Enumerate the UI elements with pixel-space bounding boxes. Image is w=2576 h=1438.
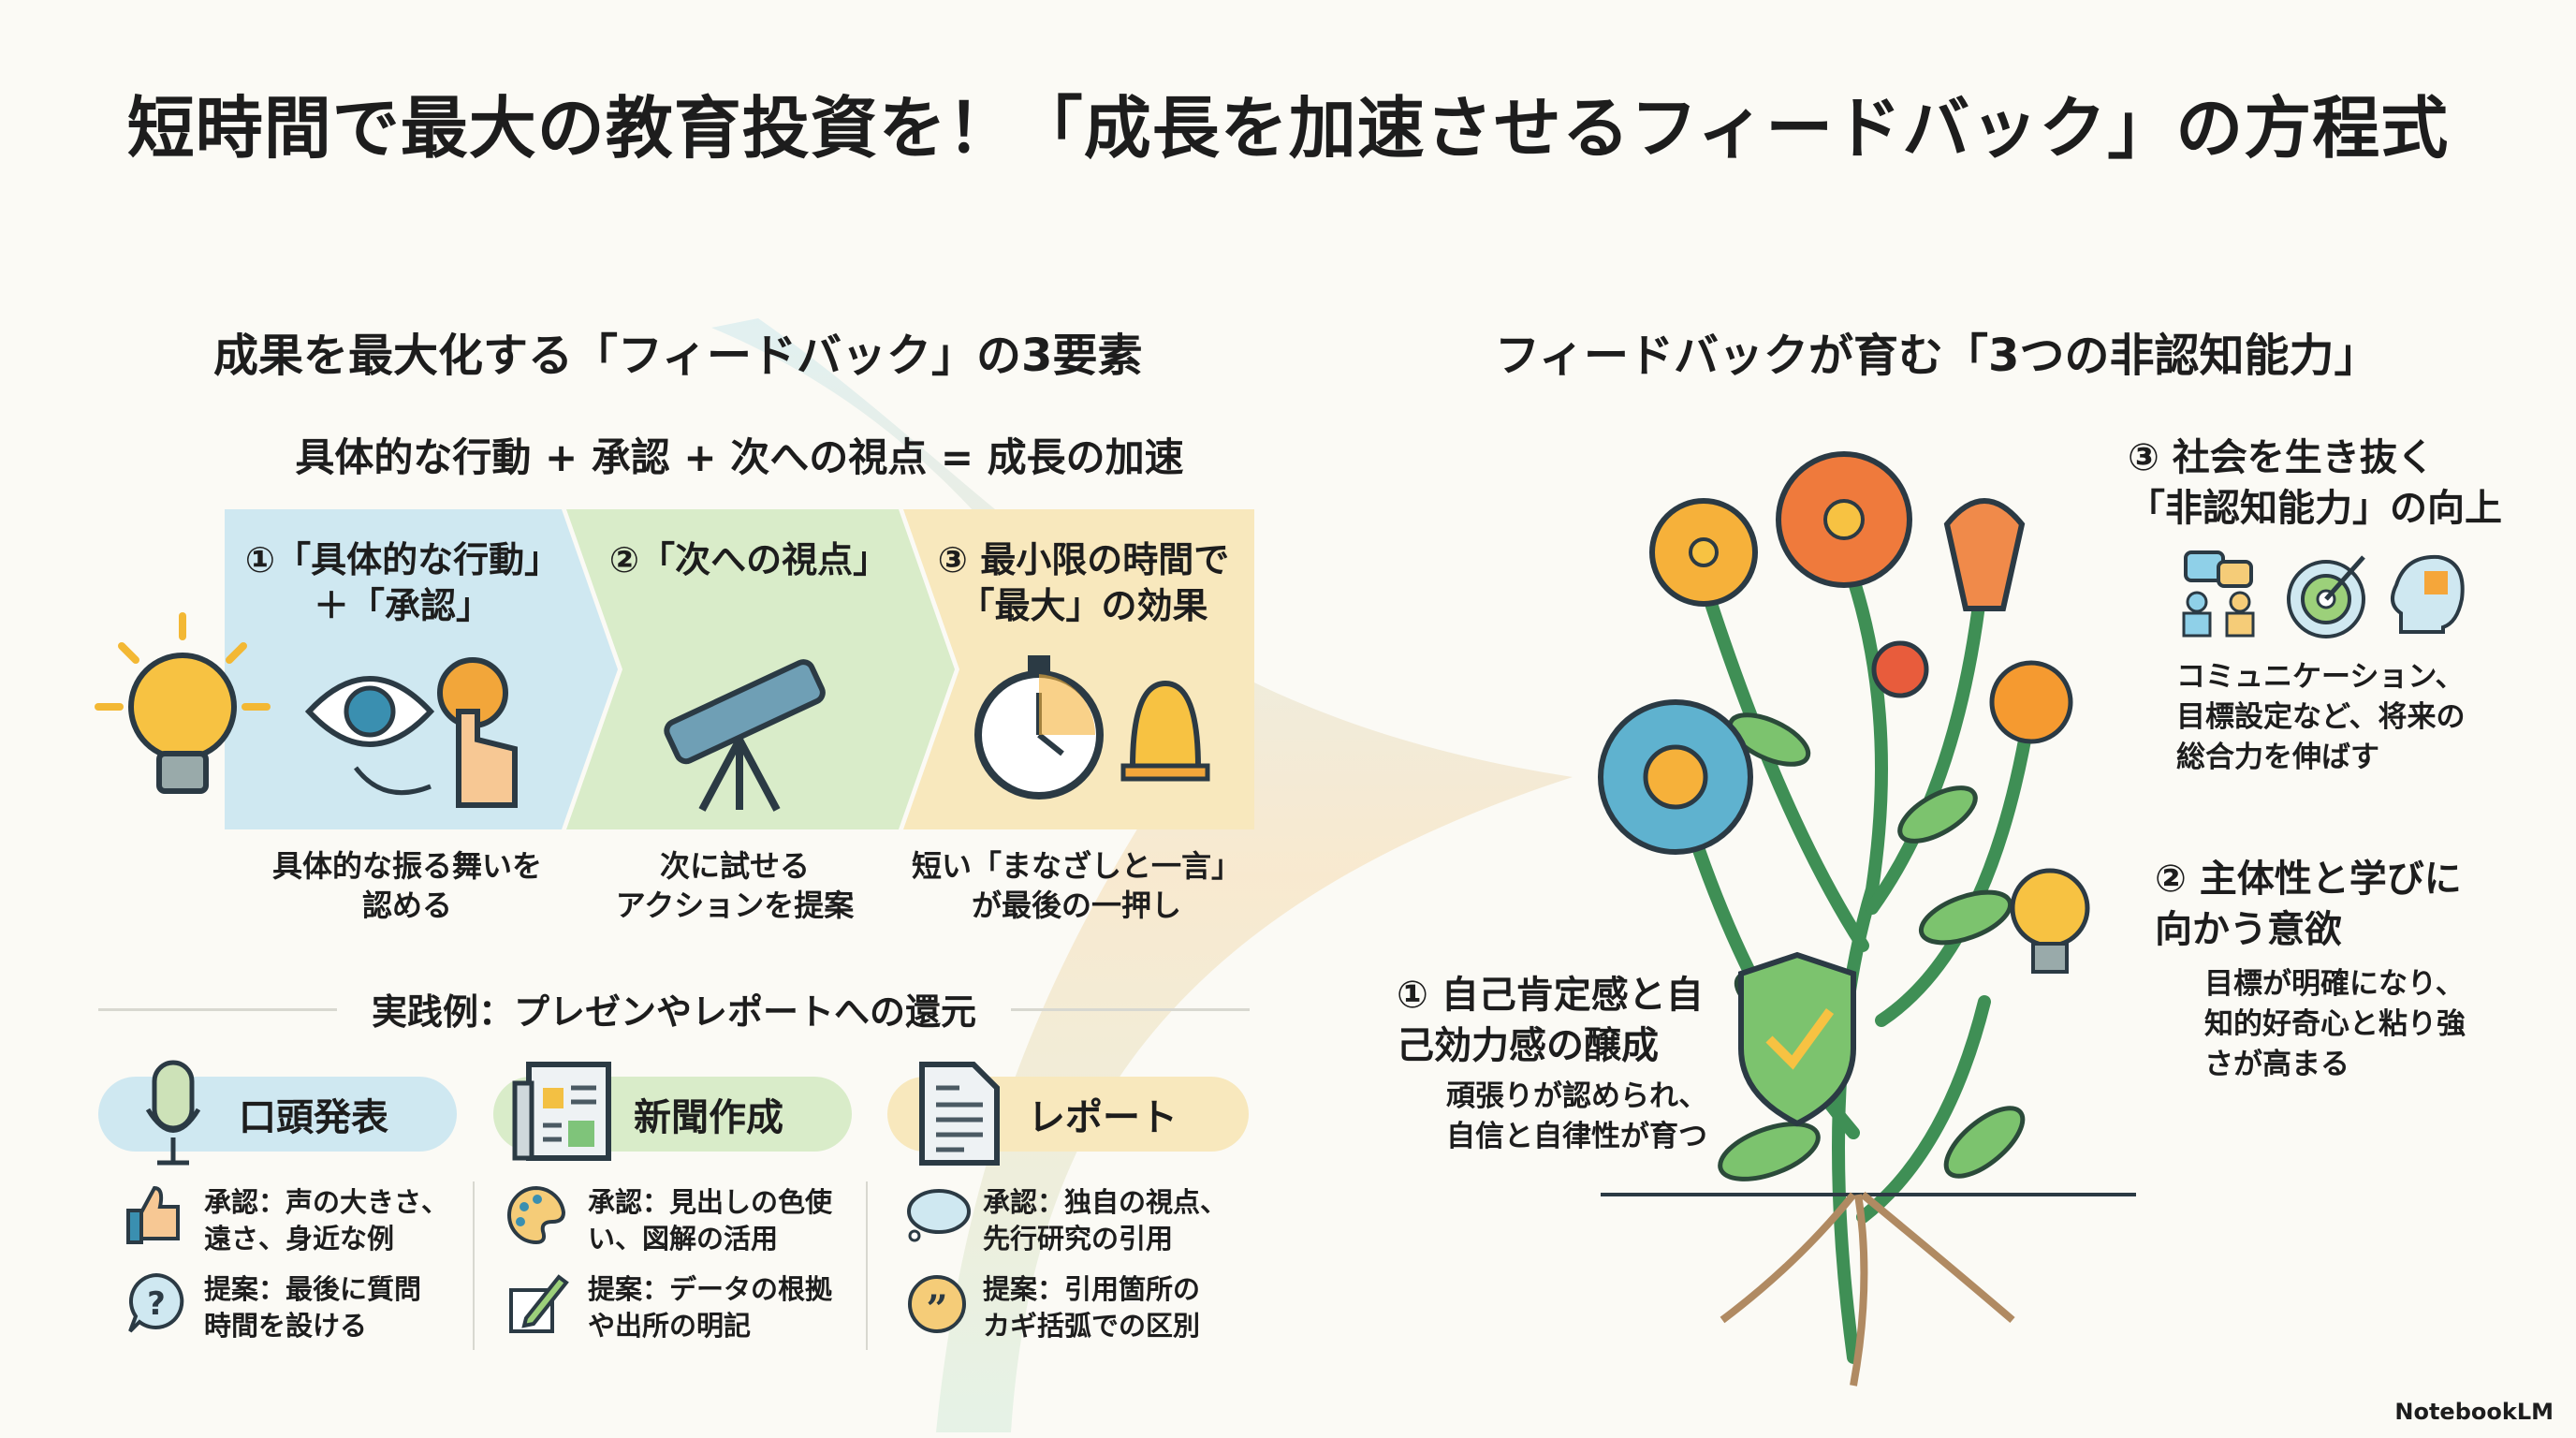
- brain-puzzle-icon: [2391, 554, 2465, 634]
- lightbulb-icon: [2010, 868, 2090, 948]
- ability-1-desc: 頑張りが認められ、 自信と自律性が育つ: [1446, 1079, 1708, 1153]
- ability-3-label: ③ 社会を生き抜く 「非認知能力」の向上: [2128, 436, 2502, 530]
- example-item: 提案：最後に質問 時間を設ける: [204, 1273, 422, 1343]
- step-2: ②「次への視点」: [608, 539, 889, 580]
- ability-2-label: ② 主体性と学びに 向かう意欲: [2155, 858, 2462, 951]
- lightbulb-icon: [95, 612, 271, 794]
- step-1-bg: [225, 509, 618, 829]
- thought-bubble-icon: [907, 1189, 971, 1242]
- example-item: 提案：データの根拠 や出所の明記: [588, 1273, 833, 1343]
- formula: 具体的な行動 + 承認 + 次への視点 = 成長の加速: [295, 434, 1184, 480]
- left-heading: 成果を最大化する「フィードバック」の3要素: [213, 330, 1143, 382]
- step-3: ③ 最小限の時間で 「最大」の効果: [937, 539, 1230, 627]
- ability-1-label: ① 自己肯定感と自 己効力感の醸成: [1397, 974, 1704, 1067]
- ability-2-desc: 目標が明確になり、 知的好奇心と粘り強 さが高まる: [2204, 967, 2466, 1081]
- question-bubble-icon: ?: [128, 1272, 184, 1333]
- step-1: ①「具体的な行動」 ＋「承認」: [244, 539, 561, 627]
- step-2-caption: 次に試せる アクションを提案: [615, 848, 855, 923]
- right-heading: フィードバックが育む「3つの非認知能力」: [1495, 330, 2379, 382]
- palette-icon: [507, 1185, 566, 1245]
- ability-3-desc: コミュニケーション、 目標設定など、将来の 総合力を伸ばす: [2176, 660, 2466, 774]
- flow-arrow-decoration: [711, 318, 1573, 1432]
- ability-3-icons: [2182, 550, 2465, 638]
- edit-pencil-icon: [509, 1274, 569, 1333]
- target-icon: [2287, 555, 2365, 638]
- step-2-bg: [566, 509, 955, 829]
- page-title: 短時間で最大の教育投資を！「成長を加速させるフィードバック」の方程式: [126, 89, 2450, 168]
- svg-text:?: ?: [147, 1285, 166, 1323]
- newspaper-icon: [512, 1062, 611, 1161]
- notebooklm-logo: NotebookLM: [2394, 1399, 2554, 1425]
- growth-tree-illustration: [1598, 451, 2136, 1387]
- stopwatch-and-bell-icon: [974, 655, 1210, 800]
- document-icon: [919, 1062, 1000, 1166]
- communication-icon: [2182, 550, 2255, 638]
- flowers: [1598, 451, 2073, 855]
- example-item: 承認：声の大きさ、 遠さ、身近な例: [204, 1186, 449, 1255]
- thumbs-up-icon: [126, 1185, 180, 1244]
- step-1-caption: 具体的な振る舞いを 認める: [271, 848, 542, 923]
- shield-check-icon: [1738, 951, 1856, 1127]
- example-item: 承認：独自の視点、 先行研究の引用: [983, 1186, 1228, 1255]
- column-divider: [866, 1181, 868, 1350]
- quote-icon: ”: [908, 1275, 966, 1333]
- step-3-caption: 短い「まなざしと一言」 が最後の一押し: [911, 848, 1241, 923]
- microphone-icon: [145, 1060, 201, 1166]
- examples-heading: 実践例：プレゼンやレポートへの還元: [337, 983, 1011, 1034]
- example-item: 承認：見出しの色使 い、図解の活用: [588, 1186, 833, 1255]
- eye-and-touch-icon: [304, 657, 518, 808]
- svg-text:”: ”: [926, 1287, 947, 1331]
- telescope-icon: [664, 659, 826, 812]
- column-divider: [473, 1181, 475, 1350]
- example-item: 提案：引用箇所の カギ括弧での区別: [983, 1273, 1201, 1343]
